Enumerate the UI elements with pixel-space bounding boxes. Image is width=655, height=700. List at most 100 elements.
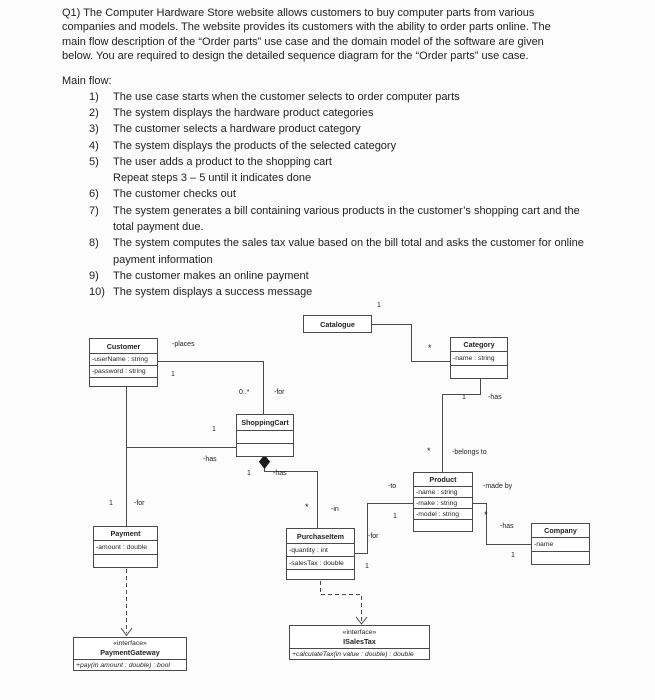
label-cart-for-role: -for xyxy=(274,389,285,396)
empty-compartment xyxy=(237,430,293,443)
class-title: Customer xyxy=(106,341,141,351)
label-cart-item-has-role: -has xyxy=(273,470,287,477)
label-belongs-to-role: -belongs to xyxy=(452,449,487,456)
item-text: Repeat steps 3 – 5 until it indicates do… xyxy=(113,172,312,185)
class-attribute: -model : string xyxy=(414,508,472,519)
interface-operation: +calculateTax(in value : double) : doubl… xyxy=(290,648,429,659)
empty-compartment xyxy=(94,554,157,567)
item-text: The customer makes an online payment xyxy=(113,269,309,282)
item-text: The system computes the sales tax value … xyxy=(113,237,584,250)
label-company-has-role: -has xyxy=(500,523,514,530)
label-product-to-role: -to xyxy=(388,483,397,490)
assoc-product-company xyxy=(473,503,531,545)
item-number: 4) xyxy=(89,139,99,152)
label-places-role: -places xyxy=(172,341,195,348)
interface-title: PaymentGateway xyxy=(100,648,160,657)
label-cart-item-multiplicity: 1 xyxy=(247,470,251,477)
class-title: ShoppingCart xyxy=(241,418,289,427)
class-box-payment: Payment -amount : double xyxy=(93,526,158,568)
label-places-multiplicity: 1 xyxy=(171,371,175,378)
interface-operation: +pay(in amount : double) : bool xyxy=(74,659,186,670)
class-box-shoppingcart: ShoppingCart xyxy=(236,414,294,457)
main-flow-item: 9) The customer makes an online payment xyxy=(88,268,622,284)
class-box-catalogue: Catalogue xyxy=(303,315,372,333)
main-flow-item: 8) The system computes the sales tax valu… xyxy=(88,235,622,251)
class-box-category: Category -name : string xyxy=(450,337,508,379)
intro-line: Q1) The Computer Hardware Store website … xyxy=(62,7,535,19)
main-flow-item: 4) The system displays the products of th… xyxy=(88,138,622,154)
class-attribute: -amount : double xyxy=(94,540,157,554)
empty-compartment xyxy=(451,365,507,378)
item-text: The user adds a product to the shopping … xyxy=(113,155,332,168)
question-text-block: Q1) The Computer Hardware Store website … xyxy=(62,6,622,300)
item-text: The system displays the hardware product… xyxy=(113,106,374,119)
item-text: The use case starts when the customer se… xyxy=(113,90,460,103)
label-company-multiplicity: 1 xyxy=(511,552,515,559)
class-box-company: Company -name xyxy=(531,523,590,565)
composition-diamond-icon xyxy=(258,454,271,470)
item-number: 9) xyxy=(89,269,99,282)
main-flow-item: payment information xyxy=(88,252,622,268)
main-flow-item: 6) The customer checks out xyxy=(88,186,622,202)
interface-box-paymentgateway: «interface» PaymentGateway +pay(in amoun… xyxy=(73,637,187,671)
class-title: PurchaseItem xyxy=(296,531,345,541)
empty-compartment xyxy=(414,519,472,531)
class-attribute: -password : string xyxy=(90,365,157,377)
class-title: Company xyxy=(544,526,577,535)
item-number: 3) xyxy=(89,123,99,136)
class-box-customer: Customer -userName : string -password : … xyxy=(89,338,158,387)
label-product-to-multiplicity: 1 xyxy=(393,513,397,520)
class-attribute: -salesTax : double xyxy=(287,556,354,569)
class-attribute: -userName : string xyxy=(90,353,157,365)
label-customer-cart-multiplicity: 1 xyxy=(212,426,216,433)
item-text: The customer selects a hardware product … xyxy=(113,123,361,136)
class-attribute: -name : string xyxy=(414,486,472,497)
main-flow-item: 10)The system displays a success message xyxy=(88,284,622,300)
item-number: 7) xyxy=(89,204,99,217)
realization-purchaseitem-isalestax xyxy=(320,581,362,621)
item-text: The customer checks out xyxy=(113,188,236,201)
class-attribute: -name xyxy=(532,537,589,551)
assoc-category-product xyxy=(442,379,481,472)
label-item-for-multiplicity: 1 xyxy=(365,563,369,570)
interface-header: «interface» PaymentGateway xyxy=(74,638,186,659)
main-flow-item: 1) The use case starts when the customer … xyxy=(88,89,622,105)
main-flow-item: total payment due. xyxy=(88,219,622,235)
label-item-in-multiplicity: * xyxy=(305,502,309,512)
interface-title: ISalesTax xyxy=(343,636,376,646)
stereotype-label: «interface» xyxy=(113,640,147,647)
item-number: 1) xyxy=(89,90,99,103)
assoc-customer-shoppingcart xyxy=(158,361,264,414)
label-payment-for-role: -for xyxy=(134,500,145,507)
assoc-shoppingcart-purchaseitem xyxy=(264,468,318,528)
class-title: Payment xyxy=(110,529,141,538)
label-made-by-role: -made by xyxy=(483,483,513,490)
label-category-has-multiplicity: 1 xyxy=(462,394,466,401)
item-text: payment information xyxy=(113,253,213,266)
class-title: Catalogue xyxy=(320,319,355,329)
class-title: Product xyxy=(429,475,457,484)
item-number: 2) xyxy=(89,106,99,119)
label-cart-multiplicity: 0..* xyxy=(239,389,250,396)
item-text: The system displays the products of the … xyxy=(113,139,397,152)
label-payment-multiplicity: 1 xyxy=(109,500,113,507)
main-flow-item: 5)The user adds a product to the shoppin… xyxy=(88,154,622,170)
class-box-purchaseitem: PurchaseItem -quantity : int -salesTax :… xyxy=(286,528,355,580)
assoc-purchaseitem-product xyxy=(355,503,413,554)
label-belongs-multiplicity: * xyxy=(427,446,431,456)
realization-arrowhead-icon xyxy=(355,616,368,625)
label-catalogue-multiplicity: 1 xyxy=(377,302,381,309)
item-number: 6) xyxy=(89,188,99,201)
label-category-has-role: -has xyxy=(488,394,502,401)
assoc-catalogue-category xyxy=(372,324,450,362)
item-number: 8) xyxy=(89,237,99,250)
label-made-by-multiplicity: * xyxy=(484,510,488,520)
realization-arrowhead-icon xyxy=(120,627,133,637)
item-number: 10) xyxy=(89,286,105,299)
intro-line: main flow description of the “Order part… xyxy=(62,35,544,48)
interface-header: «interface» ISalesTax xyxy=(290,626,429,648)
empty-compartment xyxy=(90,377,157,386)
label-item-for-role: -for xyxy=(368,533,379,540)
